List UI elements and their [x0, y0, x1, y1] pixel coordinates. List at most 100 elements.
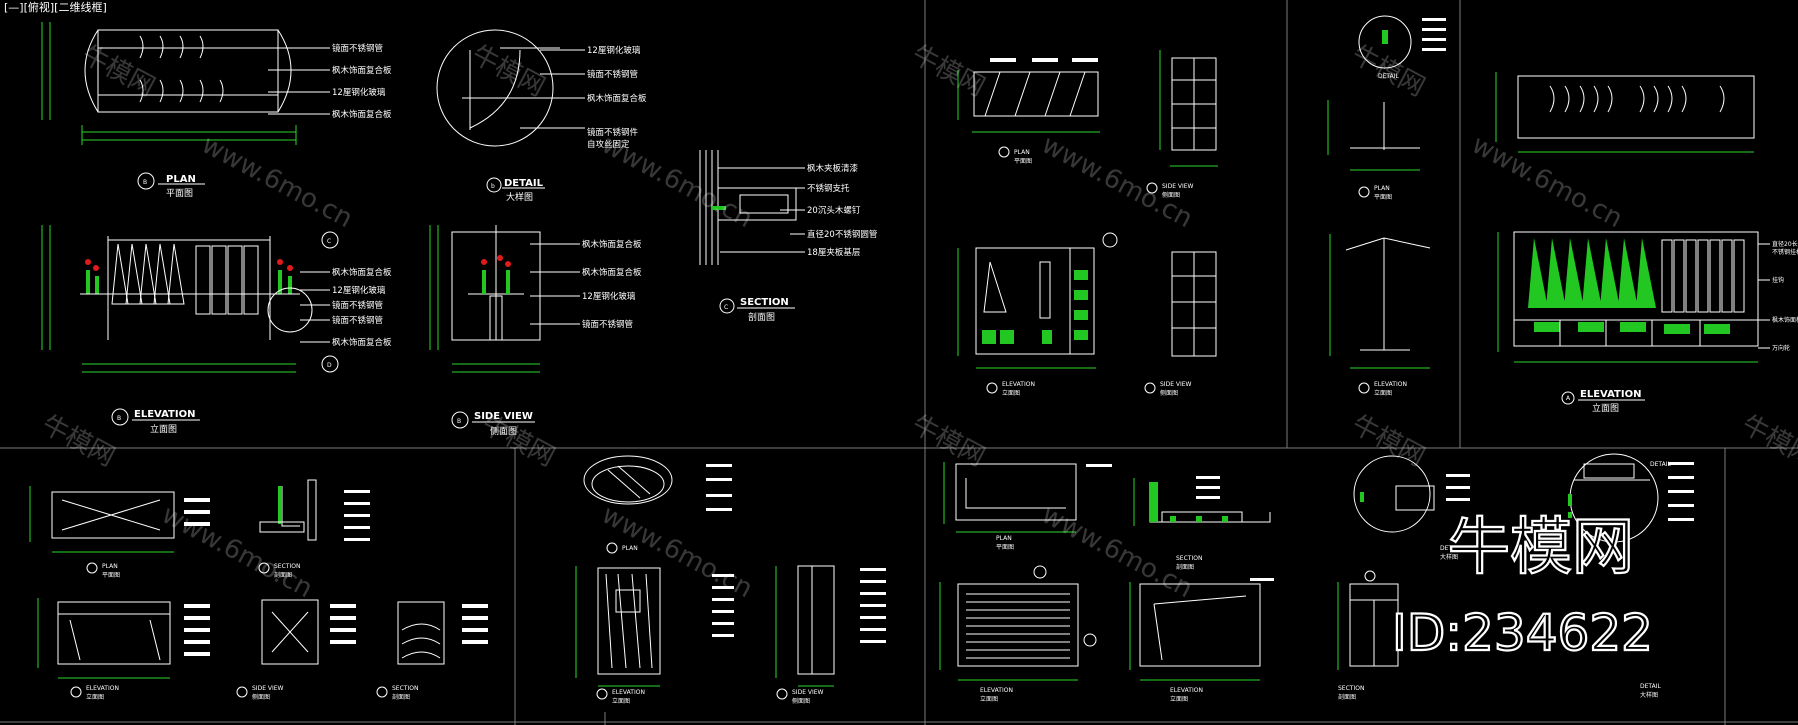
round-side-subtitle: 侧面图 — [792, 697, 810, 705]
panel-round-cabinet: PLAN ELEVATION 立面图 SIDE VIEW 侧面图 — [575, 455, 886, 705]
watermark-site-3: 牛模网 — [907, 40, 990, 103]
desk-detail-subtitle: 大样图 — [1440, 553, 1458, 561]
wardrobe-side-title: SIDE VIEW — [1162, 183, 1194, 190]
side-label-tube: 镜面不锈钢管 — [582, 319, 633, 330]
counter-elevation-title: ELEVATION — [86, 685, 119, 692]
panel-display-rack: 直径20长管 不锈钢挂杆 挂钩 枫木饰面板 万向轮 A ELEVATION 立面… — [1495, 72, 1798, 414]
rack-elevation-title: ELEVATION — [1580, 389, 1641, 400]
round-side-title: SIDE VIEW — [792, 689, 824, 696]
label-stainless-tube: 镜面不锈钢管 — [332, 43, 383, 54]
panel-rack-section: 枫木夹板清漆 不锈钢支托 20沉头木螺钉 直径20不锈钢圆管 18厘夹板基层 C… — [699, 150, 877, 323]
section-label-ply: 18厘夹板基层 — [807, 247, 860, 258]
plan-marker: B — [143, 179, 147, 186]
counter-plan-title: PLAN — [102, 563, 118, 570]
desk-plan-title: PLAN — [996, 535, 1012, 542]
rear-label-e: 万向轮 — [1772, 344, 1790, 352]
side-subtitle: 侧面图 — [490, 425, 517, 437]
side-label-panel-2: 枫木饰面复合板 — [582, 267, 642, 278]
label-glass: 12厘钢化玻璃 — [332, 87, 386, 98]
detail-label-bolt: 镜面不锈钢件 — [587, 127, 639, 138]
desk-elevation-subtitle: 立面图 — [980, 695, 998, 703]
counter-elevation-subtitle: 立面图 — [86, 693, 104, 701]
rear-label-c: 挂钩 — [1772, 276, 1784, 284]
plan-title: PLAN — [166, 174, 196, 185]
section-marker: C — [724, 304, 728, 311]
round-elevation-subtitle: 立面图 — [612, 697, 630, 705]
watermark-url-5: www.6mo.cn — [157, 500, 318, 604]
stand-plan-subtitle: 平面图 — [1374, 194, 1392, 201]
panel-counter: PLAN 平面图 SECTION 剖面图 ELEVATION 立面图 SIDE … — [29, 479, 488, 701]
elev-label-panel: 枫木饰面复合板 — [332, 267, 392, 278]
wardrobe-side-subtitle-2: 侧面图 — [1160, 389, 1178, 397]
elevation-subtitle: 立面图 — [150, 423, 177, 435]
section-label-bracket: 不锈钢支托 — [807, 183, 850, 194]
desk-detail-title-2: DETAIL — [1650, 461, 1671, 468]
elev-label-tube-2: 镜面不锈钢管 — [332, 315, 383, 326]
wardrobe-elevation-subtitle: 立面图 — [1002, 389, 1020, 397]
watermark-site-2: 牛模网 — [467, 40, 550, 103]
elevation-marker: B — [117, 415, 121, 422]
desk-detail-subtitle-3: 大样图 — [1640, 691, 1658, 699]
wardrobe-side-subtitle: 侧面图 — [1162, 191, 1180, 199]
watermark-site-9: 牛模网 — [1737, 410, 1798, 473]
panel-rack-elevation: C D 枫木饰面复合板 12厘钢化玻璃 镜面不锈钢管 镜面不锈钢管 枫木饰面复合… — [41, 225, 392, 435]
side-title: SIDE VIEW — [474, 411, 533, 422]
rear-label-d: 枫木饰面板 — [1772, 316, 1798, 324]
detail-label-glass: 12厘钢化玻璃 — [587, 45, 641, 56]
section-label-tube: 直径20不锈钢圆管 — [807, 229, 877, 240]
viewport-label[interactable]: [—][俯视][二维线框] — [4, 0, 107, 14]
stand-plan-title: PLAN — [1374, 185, 1390, 192]
detail-label-tube: 镜面不锈钢管 — [587, 69, 638, 80]
side-label-panel: 枫木饰面复合板 — [582, 239, 642, 250]
watermark-id: ID:234622 — [1392, 604, 1653, 662]
panel-rack-plan: 镜面不锈钢管 枫木饰面复合板 12厘钢化玻璃 枫木饰面复合板 B PLAN 平面… — [41, 22, 392, 199]
counter-side-title: SIDE VIEW — [252, 685, 284, 692]
desk-section-title-2: SECTION — [1338, 685, 1364, 692]
wardrobe-plan-subtitle: 平面图 — [1014, 158, 1032, 165]
counter-plan-subtitle: 平面图 — [102, 572, 120, 579]
desk-section-subtitle: 剖面图 — [1176, 563, 1194, 571]
rear-label-a: 直径20长管 — [1772, 240, 1798, 248]
watermark-url-7: www.6mo.cn — [1037, 500, 1198, 604]
rack-elevation-marker: A — [1566, 395, 1571, 402]
watermark-site-5: 牛模网 — [37, 410, 120, 473]
counter-side-subtitle: 侧面图 — [252, 693, 270, 701]
desk-detail-title-3: DETAIL — [1640, 683, 1661, 690]
panel-rack-side-view: 枫木饰面复合板 枫木饰面复合板 12厘钢化玻璃 镜面不锈钢管 B SIDE VI… — [429, 225, 642, 437]
side-marker: B — [457, 418, 461, 425]
counter-section-subtitle-2: 剖面图 — [392, 693, 410, 701]
elev-marker-c: C — [327, 238, 331, 245]
watermark-site-7: 牛模网 — [907, 410, 990, 473]
section-label-screw: 20沉头木螺钉 — [807, 205, 861, 216]
rear-label-b: 不锈钢挂杆 — [1772, 248, 1798, 256]
watermark-url-6: www.6mo.cn — [597, 500, 758, 604]
panel-wardrobe: PLAN 平面图 SIDE VIEW 侧面图 ELEVATION 立面图 SID… — [957, 50, 1218, 397]
watermark-site-4: 牛模网 — [1347, 40, 1430, 103]
wardrobe-side-title-2: SIDE VIEW — [1160, 381, 1192, 388]
detail-label-self-tap: 自攻丝固定 — [587, 139, 630, 150]
rack-elevation-subtitle: 立面图 — [1592, 402, 1619, 414]
watermark-brand: 牛模网 — [1448, 510, 1634, 583]
watermark-url-3: www.6mo.cn — [1037, 130, 1198, 234]
desk-elevation-title-2: ELEVATION — [1170, 687, 1203, 694]
detail-title: DETAIL — [504, 178, 544, 189]
elev-marker-d: D — [327, 362, 332, 369]
watermark-url-2: www.6mo.cn — [597, 130, 758, 234]
section-subtitle: 剖面图 — [748, 311, 775, 323]
watermarks: 牛模网 www.6mo.cn 牛模网 www.6mo.cn 牛模网 www.6m… — [37, 40, 1798, 663]
counter-section-title: SECTION — [274, 563, 300, 570]
watermark-url-4: www.6mo.cn — [1467, 130, 1628, 234]
panel-coat-stand: DETAIL PLAN 平面图 ELEVATION 立面图 — [1327, 15, 1446, 397]
side-label-glass: 12厘钢化玻璃 — [582, 291, 636, 302]
counter-section-title-2: SECTION — [392, 685, 418, 692]
stand-elevation-subtitle: 立面图 — [1374, 389, 1392, 397]
wardrobe-elevation-title: ELEVATION — [1002, 381, 1035, 388]
section-title: SECTION — [740, 297, 789, 308]
label-maple-panel: 枫木饰面复合板 — [332, 65, 392, 76]
detail-label-panel: 枫木饰面复合板 — [587, 93, 647, 104]
detail-subtitle: 大样图 — [506, 191, 533, 203]
watermark-site-8: 牛模网 — [1347, 410, 1430, 473]
stand-detail-title: DETAIL — [1378, 73, 1399, 80]
